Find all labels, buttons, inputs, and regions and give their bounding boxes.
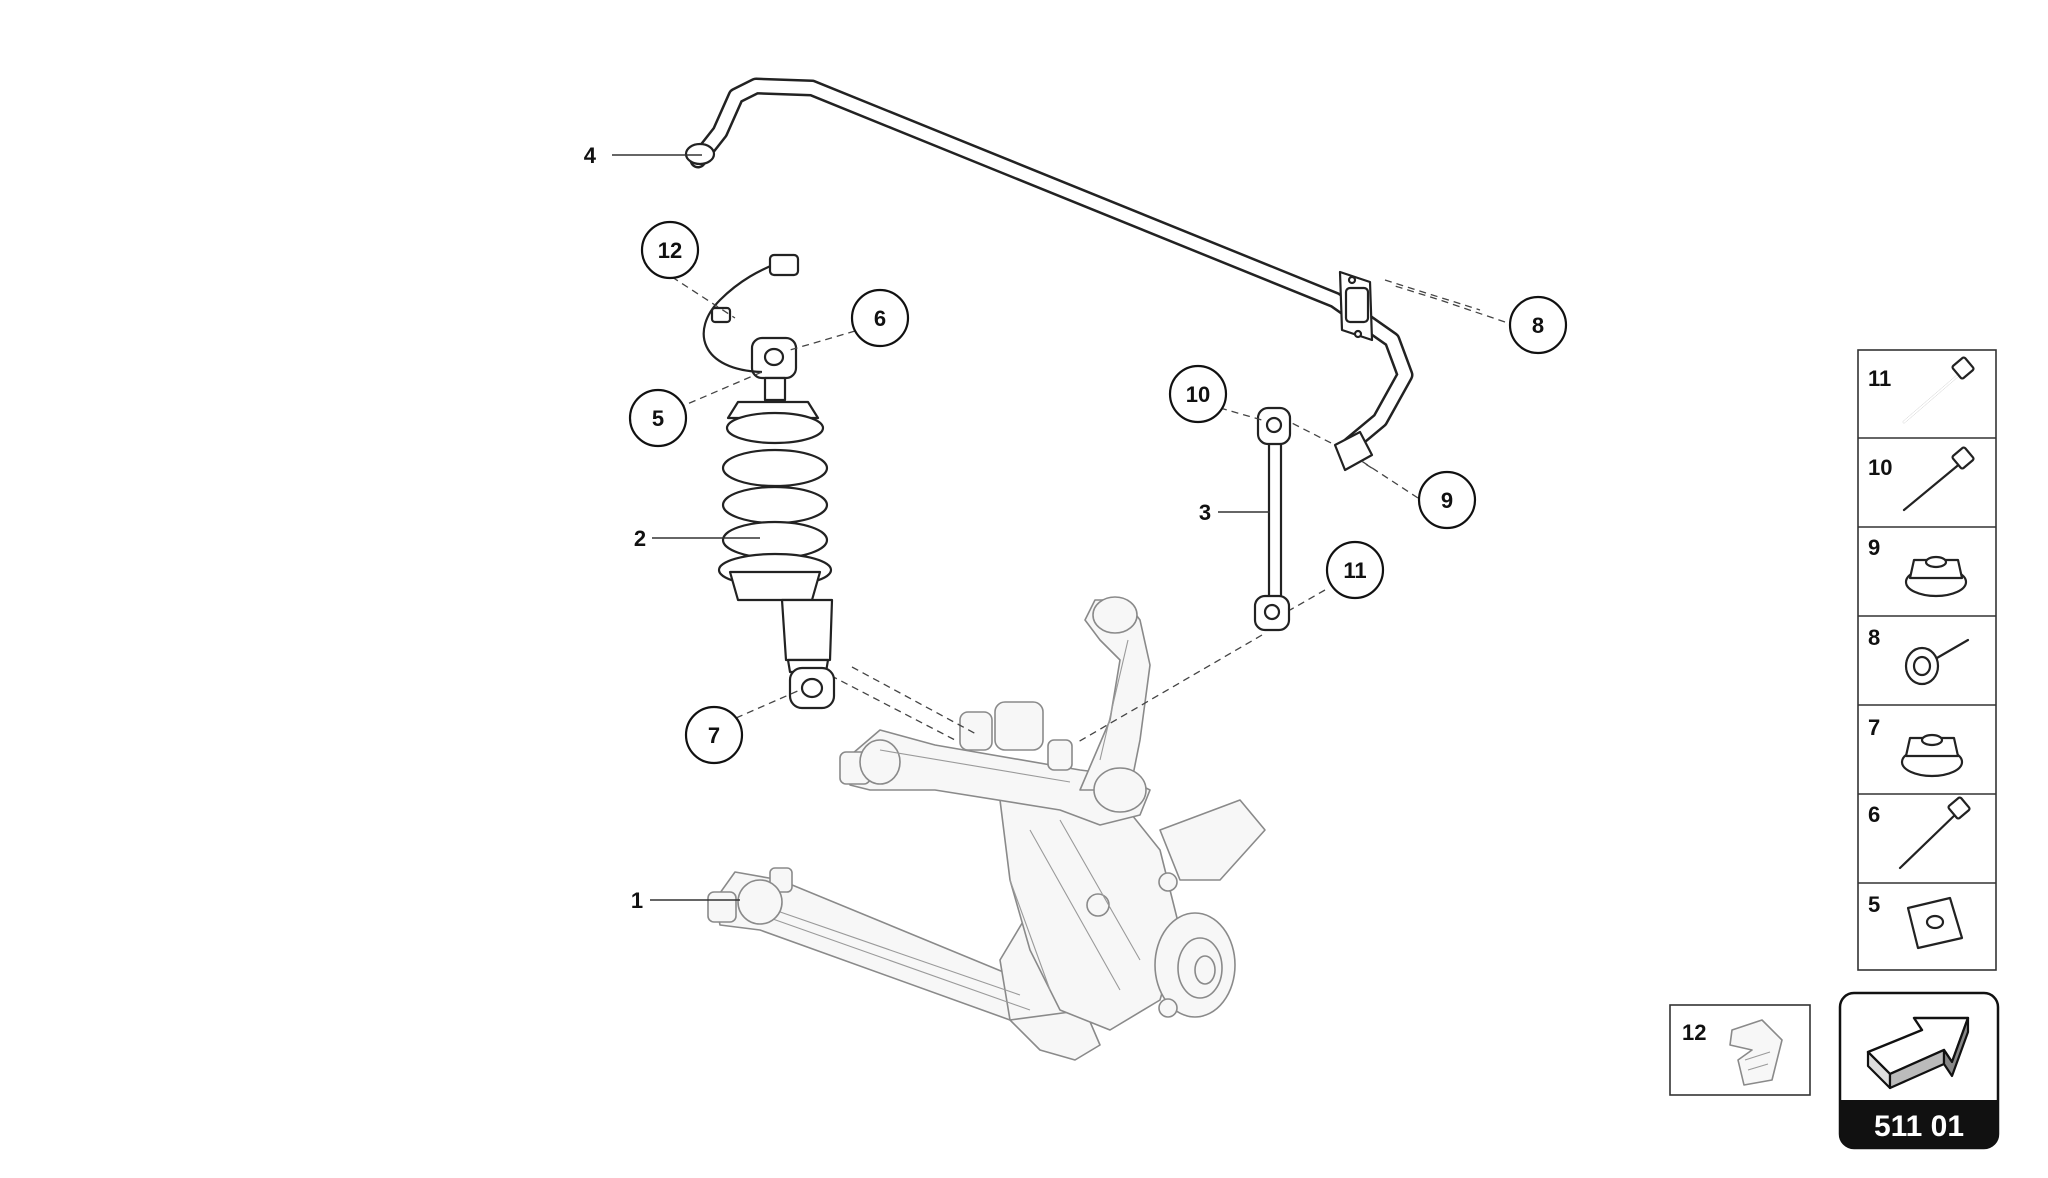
- callout-3: 3: [1199, 500, 1211, 525]
- svg-text:9: 9: [1441, 488, 1453, 513]
- callout-8: 8: [1508, 295, 1568, 355]
- legend-item-11: 11: [1868, 356, 1975, 424]
- legend-item-7: 7: [1868, 715, 1964, 778]
- wheel-carrier-knuckle: [999, 789, 1266, 1031]
- svg-text:9: 9: [1868, 535, 1880, 560]
- page-reference-badge: 511 01: [1838, 991, 2000, 1150]
- callout-2: 2: [634, 526, 646, 551]
- stabilizer-drop-link: [1253, 406, 1292, 632]
- svg-text:10: 10: [1868, 455, 1892, 480]
- callout-11: 11: [1325, 540, 1385, 600]
- callout-7: 7: [684, 705, 744, 765]
- svg-text:7: 7: [1868, 715, 1880, 740]
- svg-text:10: 10: [1186, 382, 1210, 407]
- arrow-icon: [1866, 1016, 1970, 1090]
- svg-text:8: 8: [1532, 313, 1544, 338]
- legend-item-8: 8: [1868, 625, 1970, 686]
- svg-text:6: 6: [1868, 802, 1880, 827]
- svg-text:12: 12: [658, 238, 682, 263]
- callout-10: 10: [1168, 364, 1228, 424]
- callout-1: 1: [631, 888, 643, 913]
- legend-item-10: 10: [1868, 446, 1975, 512]
- svg-text:6: 6: [874, 306, 886, 331]
- upper-control-arm: [839, 596, 1151, 826]
- stabilizer-bushing: [1338, 270, 1374, 342]
- svg-text:5: 5: [652, 406, 664, 431]
- legend-item-9: 9: [1868, 535, 1968, 598]
- shock-absorber-with-spring: [717, 336, 836, 710]
- ride-height-sensor-wire: [702, 253, 800, 374]
- svg-text:11: 11: [1343, 558, 1366, 583]
- hardware-legend: 11 10 9 8 7: [1857, 349, 1997, 971]
- page-code: 511 01: [1874, 1110, 1964, 1143]
- legend-item-6: 6: [1868, 796, 1971, 870]
- callout-5: 5: [628, 388, 688, 448]
- svg-text:11: 11: [1868, 366, 1891, 391]
- callout-9: 9: [1417, 470, 1477, 530]
- assembly-lines: [819, 279, 1481, 743]
- svg-text:8: 8: [1868, 625, 1880, 650]
- callout-4: 4: [584, 143, 597, 168]
- callout-6: 6: [850, 288, 910, 348]
- stabilizer-bar: [684, 77, 1414, 472]
- svg-text:5: 5: [1868, 892, 1880, 917]
- clip-legend: 12: [1669, 1004, 1811, 1096]
- callout-12: 12: [640, 220, 700, 280]
- svg-text:12: 12: [1682, 1020, 1706, 1045]
- svg-text:7: 7: [708, 723, 720, 748]
- legend-item-5: 5: [1868, 892, 1964, 950]
